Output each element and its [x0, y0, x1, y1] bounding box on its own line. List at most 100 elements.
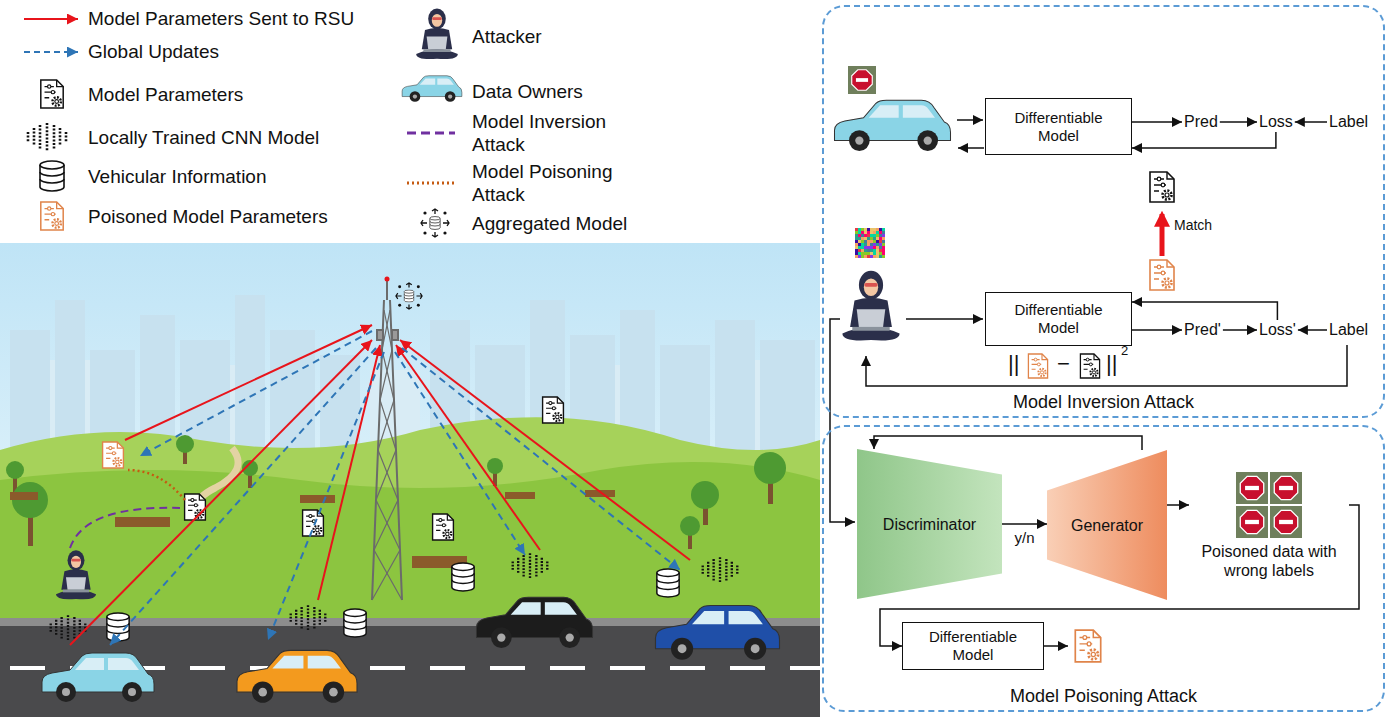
- tree-crown: [754, 452, 786, 484]
- noise-image: [870, 243, 873, 246]
- noise-image: [864, 228, 867, 231]
- poisoned-parameters-icon: [1075, 630, 1100, 662]
- noise-image: [882, 255, 885, 258]
- generator-shape: Generator: [1047, 450, 1167, 600]
- legend-swatch: [416, 8, 458, 59]
- noise-image: [867, 231, 870, 234]
- noise-image: [855, 240, 858, 243]
- park-scene: [0, 243, 820, 717]
- poisoned-parameters-icon: [1150, 260, 1174, 290]
- noise-image: [864, 237, 867, 240]
- vehicle: [835, 100, 951, 151]
- legend-swatch: [38, 200, 66, 232]
- flow-text: Pred': [1182, 320, 1223, 340]
- noise-image: [855, 231, 858, 234]
- database-icon: [452, 563, 474, 591]
- noise-image: [864, 243, 867, 246]
- noise-image: [864, 255, 867, 258]
- noise-image: [879, 255, 882, 258]
- noise-image: [861, 243, 864, 246]
- node-text: Differentiable Model: [992, 301, 1125, 337]
- hill: [0, 462, 820, 622]
- city-skyline: [10, 295, 815, 450]
- bench: [115, 517, 170, 527]
- poisoned-parameters-icon: [1028, 354, 1047, 378]
- noise-image: [855, 237, 858, 240]
- global-update-arrow: [140, 331, 372, 456]
- global-update-arrow: [110, 348, 376, 645]
- noise-image: [858, 240, 861, 243]
- node-text: Differentiable Model: [992, 109, 1125, 145]
- noise-image: [858, 252, 861, 255]
- city-skyline: [660, 345, 710, 450]
- noise-image: [873, 249, 876, 252]
- noise-image: [867, 249, 870, 252]
- legend-swatch: [420, 208, 450, 238]
- noise-image: [861, 246, 864, 249]
- tree-crown: [680, 516, 700, 536]
- noise-image: [867, 237, 870, 240]
- noise-image: [873, 234, 876, 237]
- parameters-icon: [1150, 172, 1174, 202]
- noise-image: [882, 234, 885, 237]
- noise-image: [873, 228, 876, 231]
- parameters-icon: [543, 397, 564, 423]
- noise-image: [873, 246, 876, 249]
- noise-image: [855, 228, 858, 231]
- noise-image: [858, 228, 861, 231]
- city-skyline: [270, 330, 315, 450]
- vehicle: [237, 650, 357, 703]
- noise-image: [873, 243, 876, 246]
- legend-text: Model Parameters: [88, 83, 243, 106]
- connector-arrow: [1167, 504, 1189, 506]
- upload-arrow: [70, 340, 372, 645]
- noise-image: [876, 237, 879, 240]
- flow-text: Pred: [1182, 112, 1220, 132]
- tree-crown: [691, 481, 719, 509]
- connector-arrow: [1132, 121, 1182, 123]
- noise-image: [876, 234, 879, 237]
- legend-swatch: [24, 51, 78, 53]
- lane-marking: [670, 666, 705, 670]
- upload-arrow: [125, 325, 372, 440]
- noise-image: [855, 249, 858, 252]
- vehicle: [656, 606, 780, 660]
- noise-image: [861, 234, 864, 237]
- noise-image: [873, 237, 876, 240]
- noise-image: [858, 255, 861, 258]
- process-box: Differentiable Model: [902, 622, 1044, 670]
- legend-swatch: [41, 202, 63, 230]
- node-text: Pred: [1184, 113, 1218, 130]
- noise-image: [864, 234, 867, 237]
- noise-image: [858, 237, 861, 240]
- noise-image: [879, 234, 882, 237]
- lane-marking: [10, 666, 45, 670]
- parameters-icon: [303, 510, 324, 536]
- noise-image: [879, 252, 882, 255]
- noise-image: [858, 249, 861, 252]
- legend-text: Model Poisoning Attack: [472, 160, 647, 206]
- poisoned-parameters-icon: [103, 442, 124, 468]
- arrow: [906, 318, 983, 320]
- noise-image: [876, 249, 879, 252]
- noise-image: [879, 237, 882, 240]
- attacker-icon: [842, 271, 899, 341]
- parameters-icon: [185, 494, 206, 520]
- rsu-tower: [377, 330, 383, 340]
- legend-swatch: [402, 76, 462, 102]
- tower-light: [385, 277, 390, 282]
- legend-swatch: [24, 122, 70, 152]
- noise-image: [873, 255, 876, 258]
- noise-image: [861, 231, 864, 234]
- noise-image: [864, 231, 867, 234]
- connector-arrow: [1220, 121, 1257, 123]
- lane-marking: [610, 666, 645, 670]
- legend-text: Vehicular Information: [88, 165, 267, 188]
- noise-image: [876, 231, 879, 234]
- legend-swatch: [24, 18, 78, 20]
- noise-image: [879, 228, 882, 231]
- noise-image: [855, 228, 885, 258]
- legend-swatch: [400, 72, 464, 104]
- city-skyline: [715, 320, 755, 450]
- exponent: 2: [1121, 344, 1128, 358]
